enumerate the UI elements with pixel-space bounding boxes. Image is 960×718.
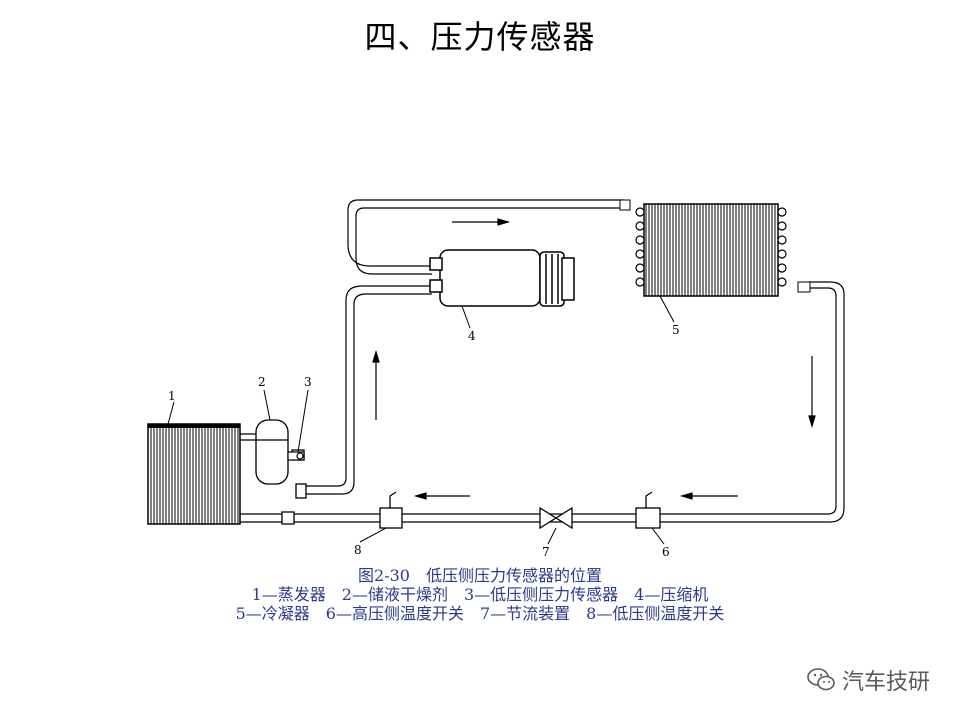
evaporator <box>147 423 241 525</box>
figure-caption-title: 图2-30 低压侧压力传感器的位置 <box>358 566 602 585</box>
label-7: 7 <box>542 545 550 559</box>
label-1: 1 <box>168 389 176 403</box>
top-pipe <box>347 199 624 267</box>
low-pressure-temp-switch <box>281 491 403 529</box>
label-2: 2 <box>258 375 266 389</box>
expansion-valve <box>539 506 573 530</box>
suction-pipe-inner <box>304 293 432 495</box>
watermark: 汽车技研 <box>806 664 930 696</box>
compressor <box>429 249 575 307</box>
suction-pipe <box>304 285 432 487</box>
top-pipe-inner <box>355 207 624 275</box>
label-8: 8 <box>354 543 362 557</box>
label-5: 5 <box>672 323 680 337</box>
figure-caption-legend-line-2: 5—冷凝器 6—高压侧温度开关 7—节流装置 8—低压侧温度开关 <box>235 604 725 623</box>
bottom-pipe <box>240 287 837 515</box>
label-6: 6 <box>662 545 670 559</box>
flow-arrows <box>372 218 816 500</box>
page-title: 四、压力传感器 <box>364 18 596 56</box>
high-pressure-temp-switch <box>635 491 661 529</box>
bottom-pipe-inner <box>240 281 845 523</box>
figure-caption-legend-line-1: 1—蒸发器 2—储液干燥剂 3—低压侧压力传感器 4—压缩机 <box>251 585 709 604</box>
pressure-sensor <box>287 451 305 461</box>
label-4: 4 <box>468 329 476 343</box>
wechat-icon <box>807 668 835 691</box>
label-3: 3 <box>304 375 312 389</box>
receiver-dryer <box>255 419 307 499</box>
condenser <box>619 199 811 297</box>
watermark-text: 汽车技研 <box>841 670 930 695</box>
